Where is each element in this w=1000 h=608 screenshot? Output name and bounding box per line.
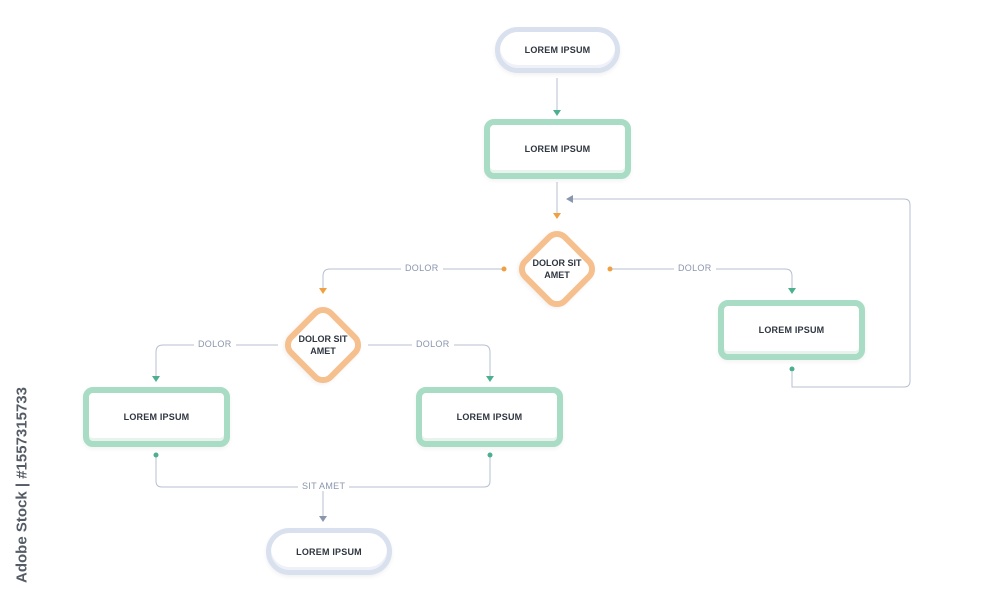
connector-dot-loop	[789, 366, 795, 372]
end-node-label: LOREM IPSUM	[296, 546, 362, 557]
start-node-label: LOREM IPSUM	[524, 45, 591, 55]
process-node-left-label: LOREM IPSUM	[123, 412, 190, 422]
arrowhead-down-teal	[788, 288, 796, 294]
process-node-right: LOREM IPSUM	[718, 300, 865, 360]
edge-label-decision2-left: DOLOR	[194, 339, 236, 349]
arrowhead-down-teal	[152, 376, 160, 382]
process-node-1-label: LOREM IPSUM	[524, 144, 591, 154]
decision-node-1: DOLOR SIT AMET	[512, 224, 602, 314]
start-node: LOREM IPSUM	[495, 27, 620, 73]
connector-dot-d1-left	[501, 266, 507, 272]
edge-label-decision2-right: DOLOR	[412, 339, 454, 349]
process-node-left: LOREM IPSUM	[83, 387, 230, 447]
decision-node-1-label: DOLOR SIT AMET	[532, 258, 582, 280]
arrowhead-down-teal	[486, 376, 494, 382]
edge-label-decision1-right: DOLOR	[674, 263, 716, 273]
process-node-middle: LOREM IPSUM	[416, 387, 563, 447]
decision-node-2: DOLOR SIT AMET	[278, 300, 368, 390]
process-node-middle-label: LOREM IPSUM	[456, 412, 523, 422]
edge-label-decision1-left: DOLOR	[401, 263, 443, 273]
connector-dot-d1-right	[607, 266, 613, 272]
connector-decision2-right	[368, 344, 491, 376]
connector-dot-merge-left	[153, 452, 159, 458]
stock-watermark: Adobe Stock | #1557315733	[2, 370, 42, 600]
end-node: LOREM IPSUM	[266, 528, 392, 575]
connector-dot-merge-right	[487, 452, 493, 458]
process-node-1: LOREM IPSUM	[484, 119, 631, 179]
arrowhead-down-gray	[319, 516, 327, 522]
connector-decision1-left	[322, 268, 503, 288]
arrowhead-down-orange	[553, 213, 561, 219]
arrowhead-down-orange	[319, 288, 327, 294]
connector-loop-back	[572, 198, 911, 388]
connector-decision1-right	[611, 268, 793, 288]
process-node-right-label: LOREM IPSUM	[758, 325, 825, 335]
arrowhead-left-gray	[566, 195, 573, 203]
connector-decision2-left	[155, 344, 278, 376]
arrowhead-down-teal	[553, 110, 561, 116]
stock-watermark-text: Adobe Stock | #1557315733	[13, 387, 31, 583]
edge-label-merge: SIT AMET	[298, 481, 350, 491]
decision-node-2-label: DOLOR SIT AMET	[298, 334, 348, 356]
